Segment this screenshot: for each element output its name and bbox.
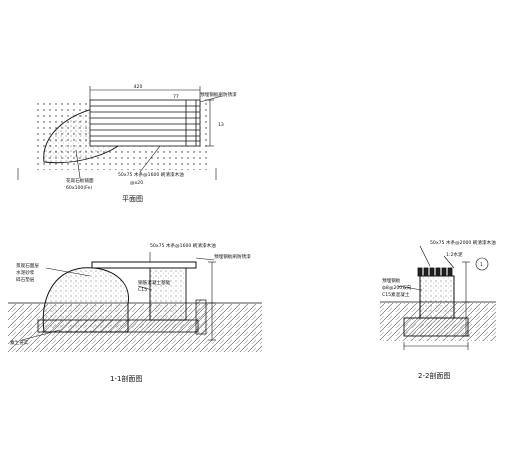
section1-label-mid: 钢筋混凝土基础 xyxy=(138,279,171,286)
plan-caption: 平面图 xyxy=(122,195,143,203)
section1-label-left3: 碎石垫层 xyxy=(16,276,35,283)
plan-label-stone-size: 60x100(Fe) xyxy=(66,185,92,191)
section1-label-right1: 预埋钢板刷防锈漆 xyxy=(214,253,251,260)
plan-label-spacing: @x20 xyxy=(130,180,143,186)
section1-dimensions xyxy=(21,252,216,341)
section1-label-mid2: C15 xyxy=(138,287,147,293)
section2-label-left3: C15素混凝土 xyxy=(382,291,410,298)
plan-right-dim: 77 xyxy=(173,94,179,100)
section1-label-left2: 水泥砂浆 xyxy=(16,269,35,276)
section2-label-right: 1:2水泥 xyxy=(446,251,463,258)
section2-caption: 2-2剖面图 xyxy=(418,371,450,380)
pier-2 xyxy=(419,275,455,319)
section2-dimensions xyxy=(397,245,489,350)
section1-label-left1: 景观石面层 xyxy=(16,263,39,269)
plan-label-slats: 50x75 木条@1600 刷清漆木油 xyxy=(118,171,184,178)
top-slats-2 xyxy=(417,267,453,277)
section2-circle-label: 1 xyxy=(480,262,483,268)
plan-label-stone: 花岗石板铺面 xyxy=(66,177,94,184)
section1-label-slats: 50x75 木条@1600 刷清漆木油 xyxy=(150,242,216,249)
bench-top xyxy=(91,261,197,269)
stone-mound xyxy=(42,267,129,333)
section1-label-bottom-left: 素土夯实 xyxy=(10,339,29,346)
section-1-1: 50x75 木条@1600 刷清漆木油 景观石面层 水泥砂浆 碎石垫层 钢筋混凝… xyxy=(8,242,262,383)
bench-slats xyxy=(89,99,201,147)
bench-support xyxy=(149,267,187,321)
section2-label-left2: ф8@200双向 xyxy=(382,284,412,291)
right-pier xyxy=(195,299,207,335)
section1-caption: 1-1剖面图 xyxy=(110,374,142,383)
plan-view: 420 77 预埋钢板刷防锈漆 13 50x75 木条@1600 刷清漆木油 @… xyxy=(17,84,237,203)
section-2-2: 50x75 木条@2000 刷清漆木油 预埋钢板 ф8@200双向 C15素混凝… xyxy=(380,239,496,380)
footing-2 xyxy=(403,317,469,337)
plan-top-dim: 420 xyxy=(134,84,143,90)
plan-label-vertical: 13 xyxy=(218,122,224,128)
plan-label-top-right: 预埋钢板刷防锈漆 xyxy=(200,91,237,98)
plan-dimensions xyxy=(17,86,223,180)
section2-label-left1: 预埋钢板 xyxy=(382,277,401,284)
section2-label-top: 50x75 木条@2000 刷清漆木油 xyxy=(430,239,496,246)
